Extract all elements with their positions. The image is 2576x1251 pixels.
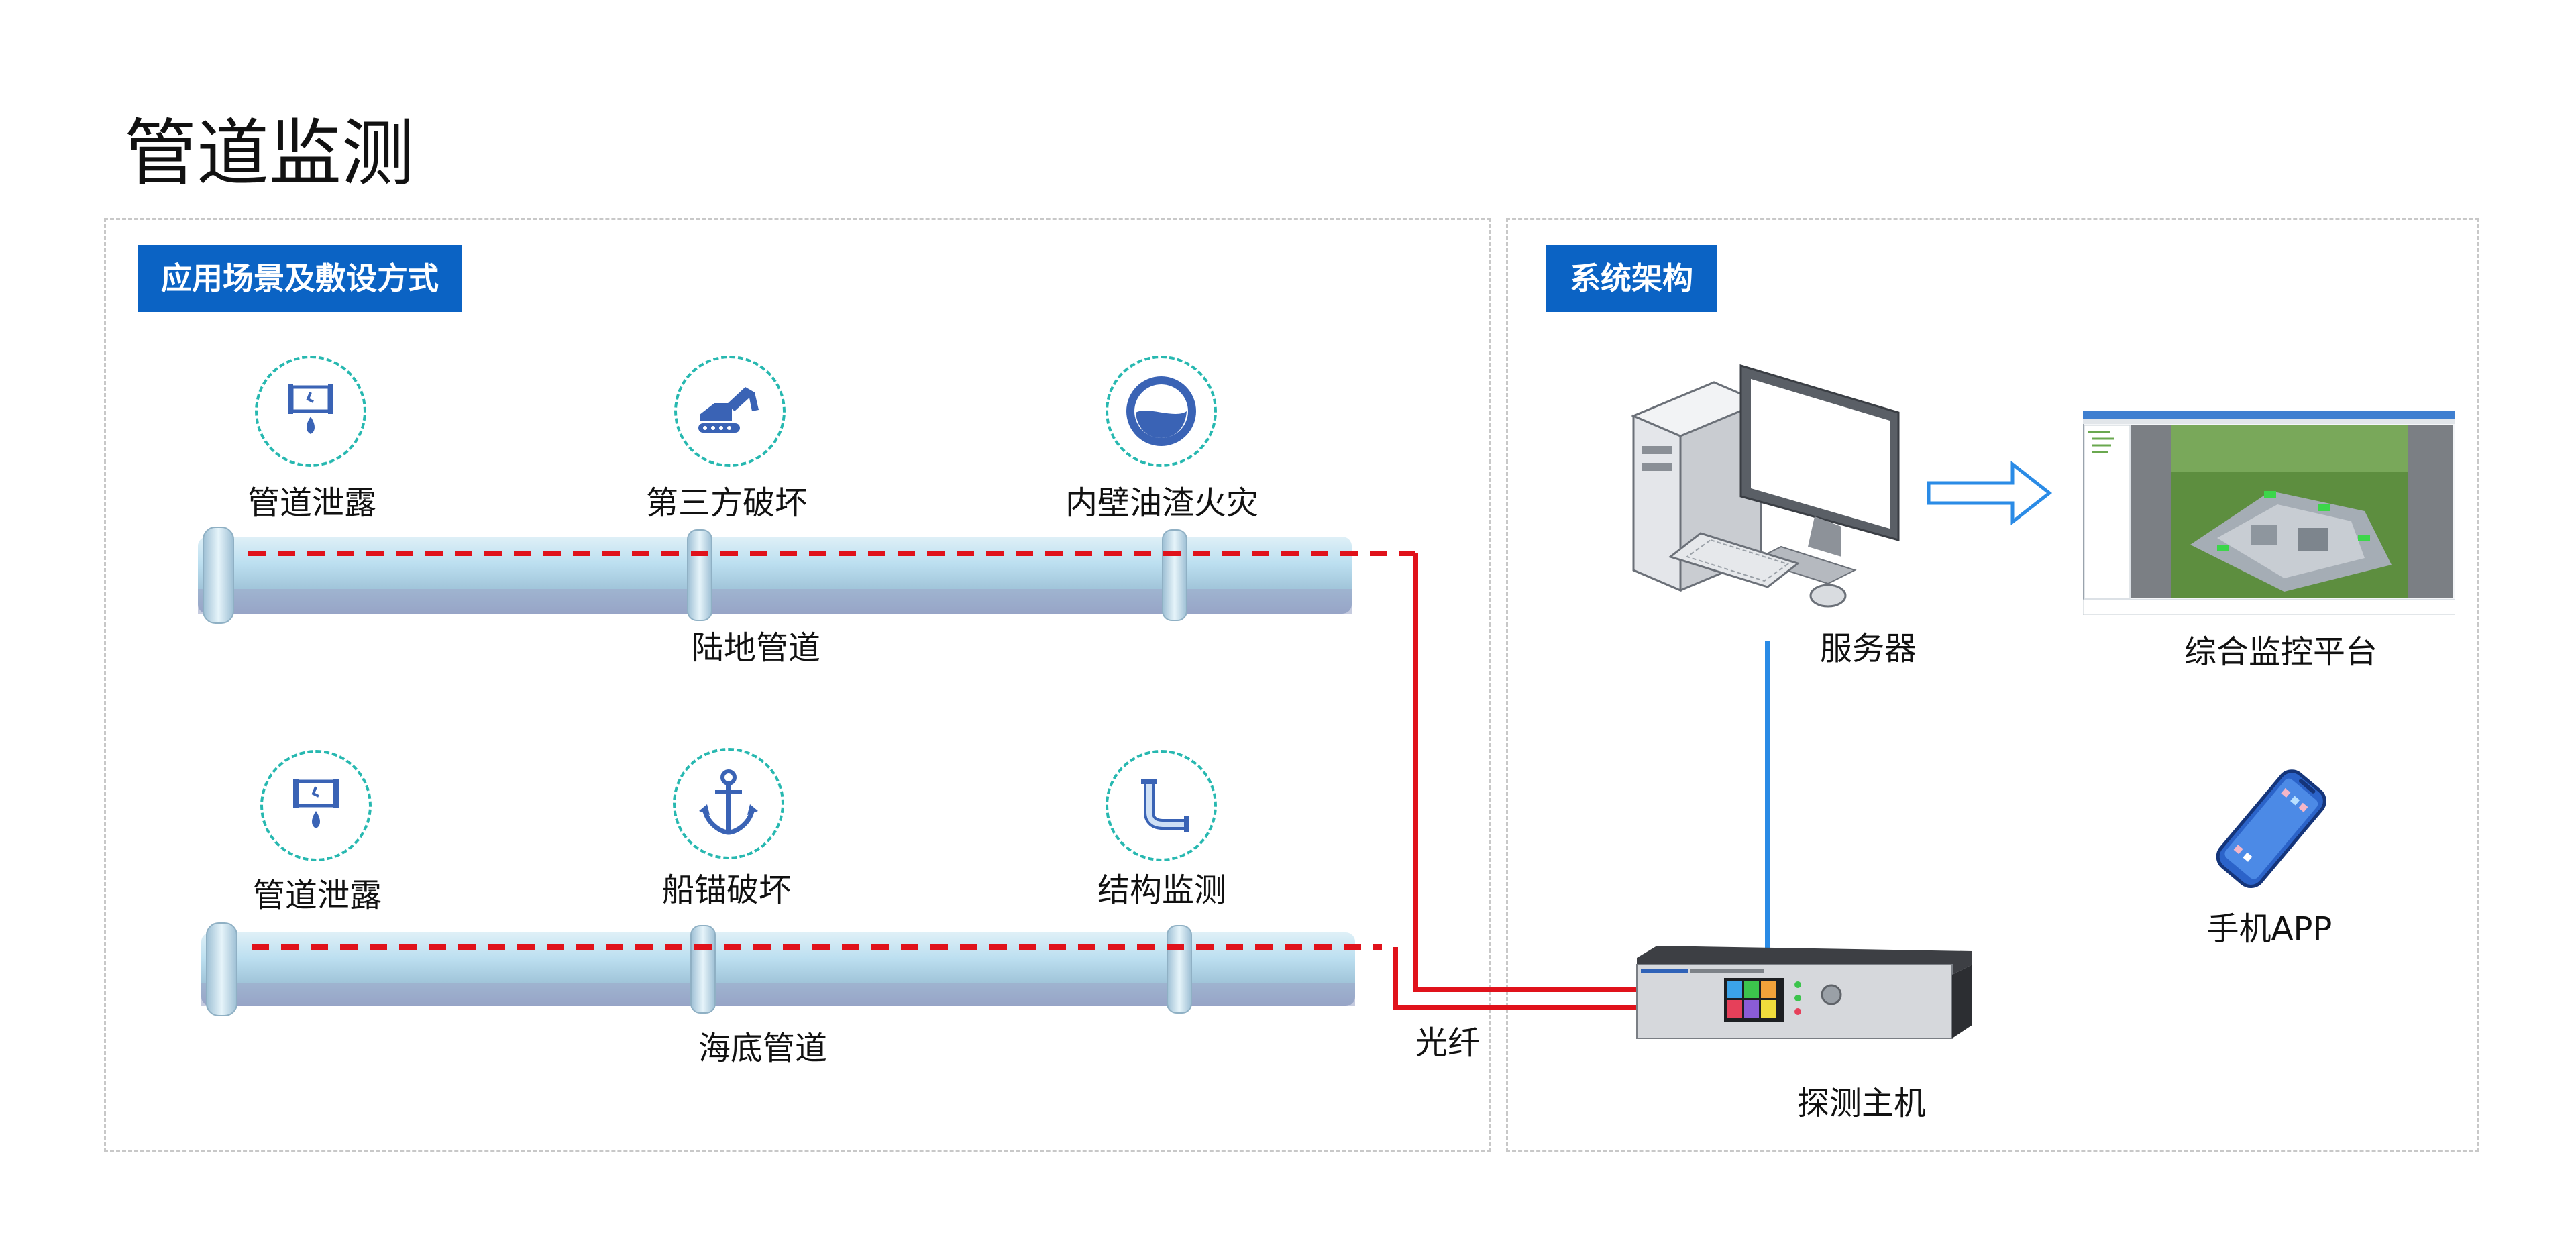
subsea-hazard-label-1: 管道泄露 [252, 877, 382, 914]
subsea-pipe [201, 922, 1355, 1016]
scenarios-panel [104, 218, 1491, 1152]
scenarios-section-title: 应用场景及敷设方式 [138, 245, 462, 312]
mobile-label: 手机APP [2206, 910, 2332, 948]
arrow-icon [1927, 460, 2053, 526]
subsea-hazard-label-3: 结构监测 [1097, 871, 1227, 909]
server-icon [1631, 364, 1900, 608]
fiber-label: 光纤 [1415, 1024, 1481, 1062]
land-hazard-label-2: 第三方破坏 [645, 484, 808, 522]
platform-label: 综合监控平台 [2184, 633, 2378, 671]
land-hazard-label-1: 管道泄露 [247, 484, 377, 522]
pipe-leak-icon [255, 356, 366, 467]
monitoring-platform-screen [2083, 411, 2455, 615]
subsea-hazard-label-2: 船锚破坏 [661, 871, 792, 909]
host-label: 探测主机 [1796, 1085, 1927, 1122]
architecture-panel [1506, 218, 2479, 1152]
land-hazard-label-3: 内壁油渣火灾 [1065, 484, 1259, 522]
oil-residue-icon [1106, 356, 1217, 467]
pipe-leak-icon [260, 750, 372, 861]
fiber-line [248, 551, 1644, 1010]
mobile-phone-icon [2216, 769, 2326, 888]
land-pipe [198, 527, 1352, 624]
subsea-pipeline-label: 海底管道 [698, 1030, 828, 1067]
server-label: 服务器 [1819, 630, 1917, 667]
page-title: 管道监测 [124, 112, 415, 196]
land-pipeline-label: 陆地管道 [691, 629, 821, 667]
anchor-icon [673, 748, 784, 859]
detection-host-device [1636, 946, 1972, 1039]
excavator-icon [674, 356, 786, 467]
architecture-section-title: 系统架构 [1546, 245, 1717, 312]
bent-pipe-icon [1106, 750, 1217, 861]
